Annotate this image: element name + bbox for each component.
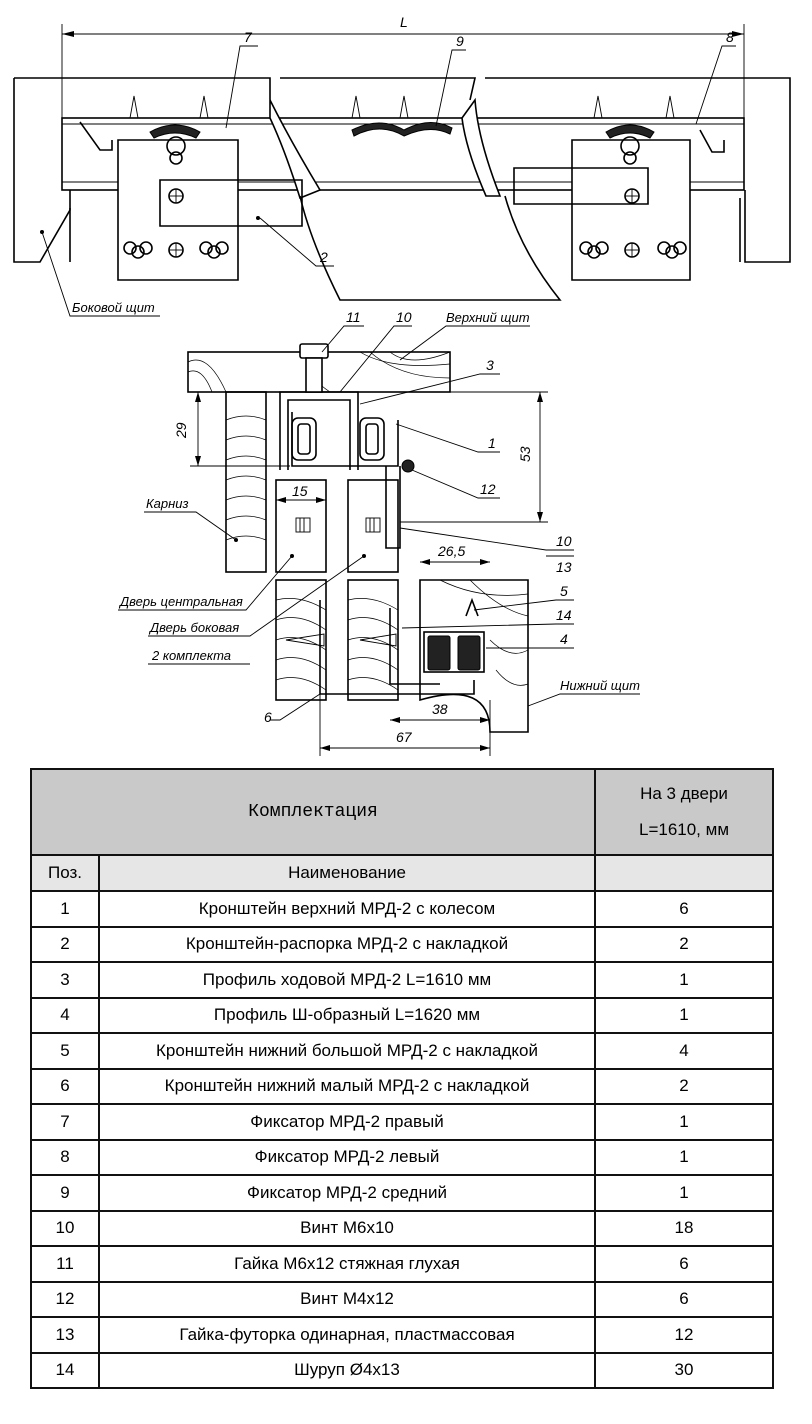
label-cornice: Карниз [146, 496, 189, 511]
row-qty: 4 [594, 1032, 774, 1070]
row-qty: 2 [594, 1067, 774, 1105]
label-top-panel: Верхний щит [446, 310, 530, 325]
assembly-drawing: L [13, 14, 791, 756]
row-name: Гайка-футорка одинарная, пластмассовая [98, 1316, 596, 1354]
table-title: Комплектация [30, 768, 596, 856]
dim-L: L [400, 14, 408, 30]
row-pos: 6 [30, 1067, 100, 1105]
row-qty: 6 [594, 1280, 774, 1318]
callout-4: 4 [560, 631, 568, 647]
row-qty: 30 [594, 1351, 774, 1389]
dim-26-5: 26,5 [437, 543, 465, 559]
row-qty: 12 [594, 1316, 774, 1354]
row-name: Фиксатор МРД-2 средний [98, 1174, 596, 1212]
callout-12: 12 [480, 481, 496, 497]
top-view: L [13, 14, 791, 317]
row-pos: 10 [30, 1209, 100, 1247]
callout-2: 2 [319, 249, 328, 265]
row-pos: 7 [30, 1103, 100, 1141]
row-name: Кронштейн-распорка МРД-2 с накладкой [98, 925, 596, 963]
col-qty-header [594, 854, 774, 892]
col-name-header: Наименование [98, 854, 596, 892]
parts-table: Комплектация На 3 двери L=1610, мм Поз. … [30, 768, 774, 1389]
row-name: Фиксатор МРД-2 левый [98, 1138, 596, 1176]
row-qty: 6 [594, 1245, 774, 1283]
callout-8: 8 [726, 29, 734, 45]
row-name: Кронштейн верхний МРД-2 с колесом [98, 890, 596, 928]
table-header-row: Комплектация На 3 двери L=1610, мм [30, 768, 774, 856]
row-name: Кронштейн нижний малый МРД-2 с накладкой [98, 1067, 596, 1105]
label-side-panel: Боковой щит [72, 300, 155, 315]
row-name: Фиксатор МРД-2 правый [98, 1103, 596, 1141]
callout-7: 7 [244, 29, 253, 45]
dim-15: 15 [292, 483, 308, 499]
callout-9: 9 [456, 33, 464, 49]
callout-13: 13 [556, 559, 572, 575]
row-pos: 5 [30, 1032, 100, 1070]
row-name: Профиль Ш-образный L=1620 мм [98, 996, 596, 1034]
qty-header: На 3 двери L=1610, мм [594, 768, 774, 856]
callout-10-top: 10 [396, 309, 412, 325]
row-pos: 11 [30, 1245, 100, 1283]
row-qty: 18 [594, 1209, 774, 1247]
row-pos: 12 [30, 1280, 100, 1318]
row-pos: 14 [30, 1351, 100, 1389]
label-two-sets: 2 комплекта [151, 648, 231, 663]
table-subheader-row: Поз. Наименование [30, 854, 774, 892]
callout-14: 14 [556, 607, 572, 623]
callout-10-side: 10 [556, 533, 572, 549]
row-pos: 3 [30, 961, 100, 999]
row-name: Профиль ходовой МРД-2 L=1610 мм [98, 961, 596, 999]
row-qty: 1 [594, 996, 774, 1034]
label-side-door: Дверь боковая [148, 620, 239, 635]
callout-3: 3 [486, 357, 494, 373]
label-bottom-panel: Нижний щит [560, 678, 640, 693]
row-name: Винт М4х12 [98, 1280, 596, 1318]
row-pos: 4 [30, 996, 100, 1034]
dim-67: 67 [396, 729, 413, 745]
row-pos: 2 [30, 925, 100, 963]
dim-53: 53 [517, 446, 533, 462]
section-view: 29 53 15 26,5 38 67 11 10 Верхний щит 3 … [118, 309, 640, 756]
dim-38: 38 [432, 701, 448, 717]
row-name: Шуруп Ø4х13 [98, 1351, 596, 1389]
row-pos: 8 [30, 1138, 100, 1176]
qty-header-line2: L=1610, мм [638, 820, 730, 839]
callout-5: 5 [560, 583, 568, 599]
row-qty: 1 [594, 1103, 774, 1141]
row-name: Кронштейн нижний большой МРД-2 с накладк… [98, 1032, 596, 1070]
label-central-door: Дверь центральная [118, 594, 243, 609]
row-qty: 1 [594, 1138, 774, 1176]
col-pos-header: Поз. [30, 854, 100, 892]
row-qty: 2 [594, 925, 774, 963]
qty-header-line1: На 3 двери [640, 784, 728, 804]
callout-11: 11 [346, 309, 361, 325]
dim-29: 29 [173, 422, 189, 439]
row-qty: 6 [594, 890, 774, 928]
callout-6: 6 [264, 709, 272, 725]
row-name: Гайка М6х12 стяжная глухая [98, 1245, 596, 1283]
row-pos: 9 [30, 1174, 100, 1212]
row-pos: 1 [30, 890, 100, 928]
callout-1: 1 [488, 435, 496, 451]
row-qty: 1 [594, 1174, 774, 1212]
row-name: Винт М6х10 [98, 1209, 596, 1247]
row-qty: 1 [594, 961, 774, 999]
row-pos: 13 [30, 1316, 100, 1354]
